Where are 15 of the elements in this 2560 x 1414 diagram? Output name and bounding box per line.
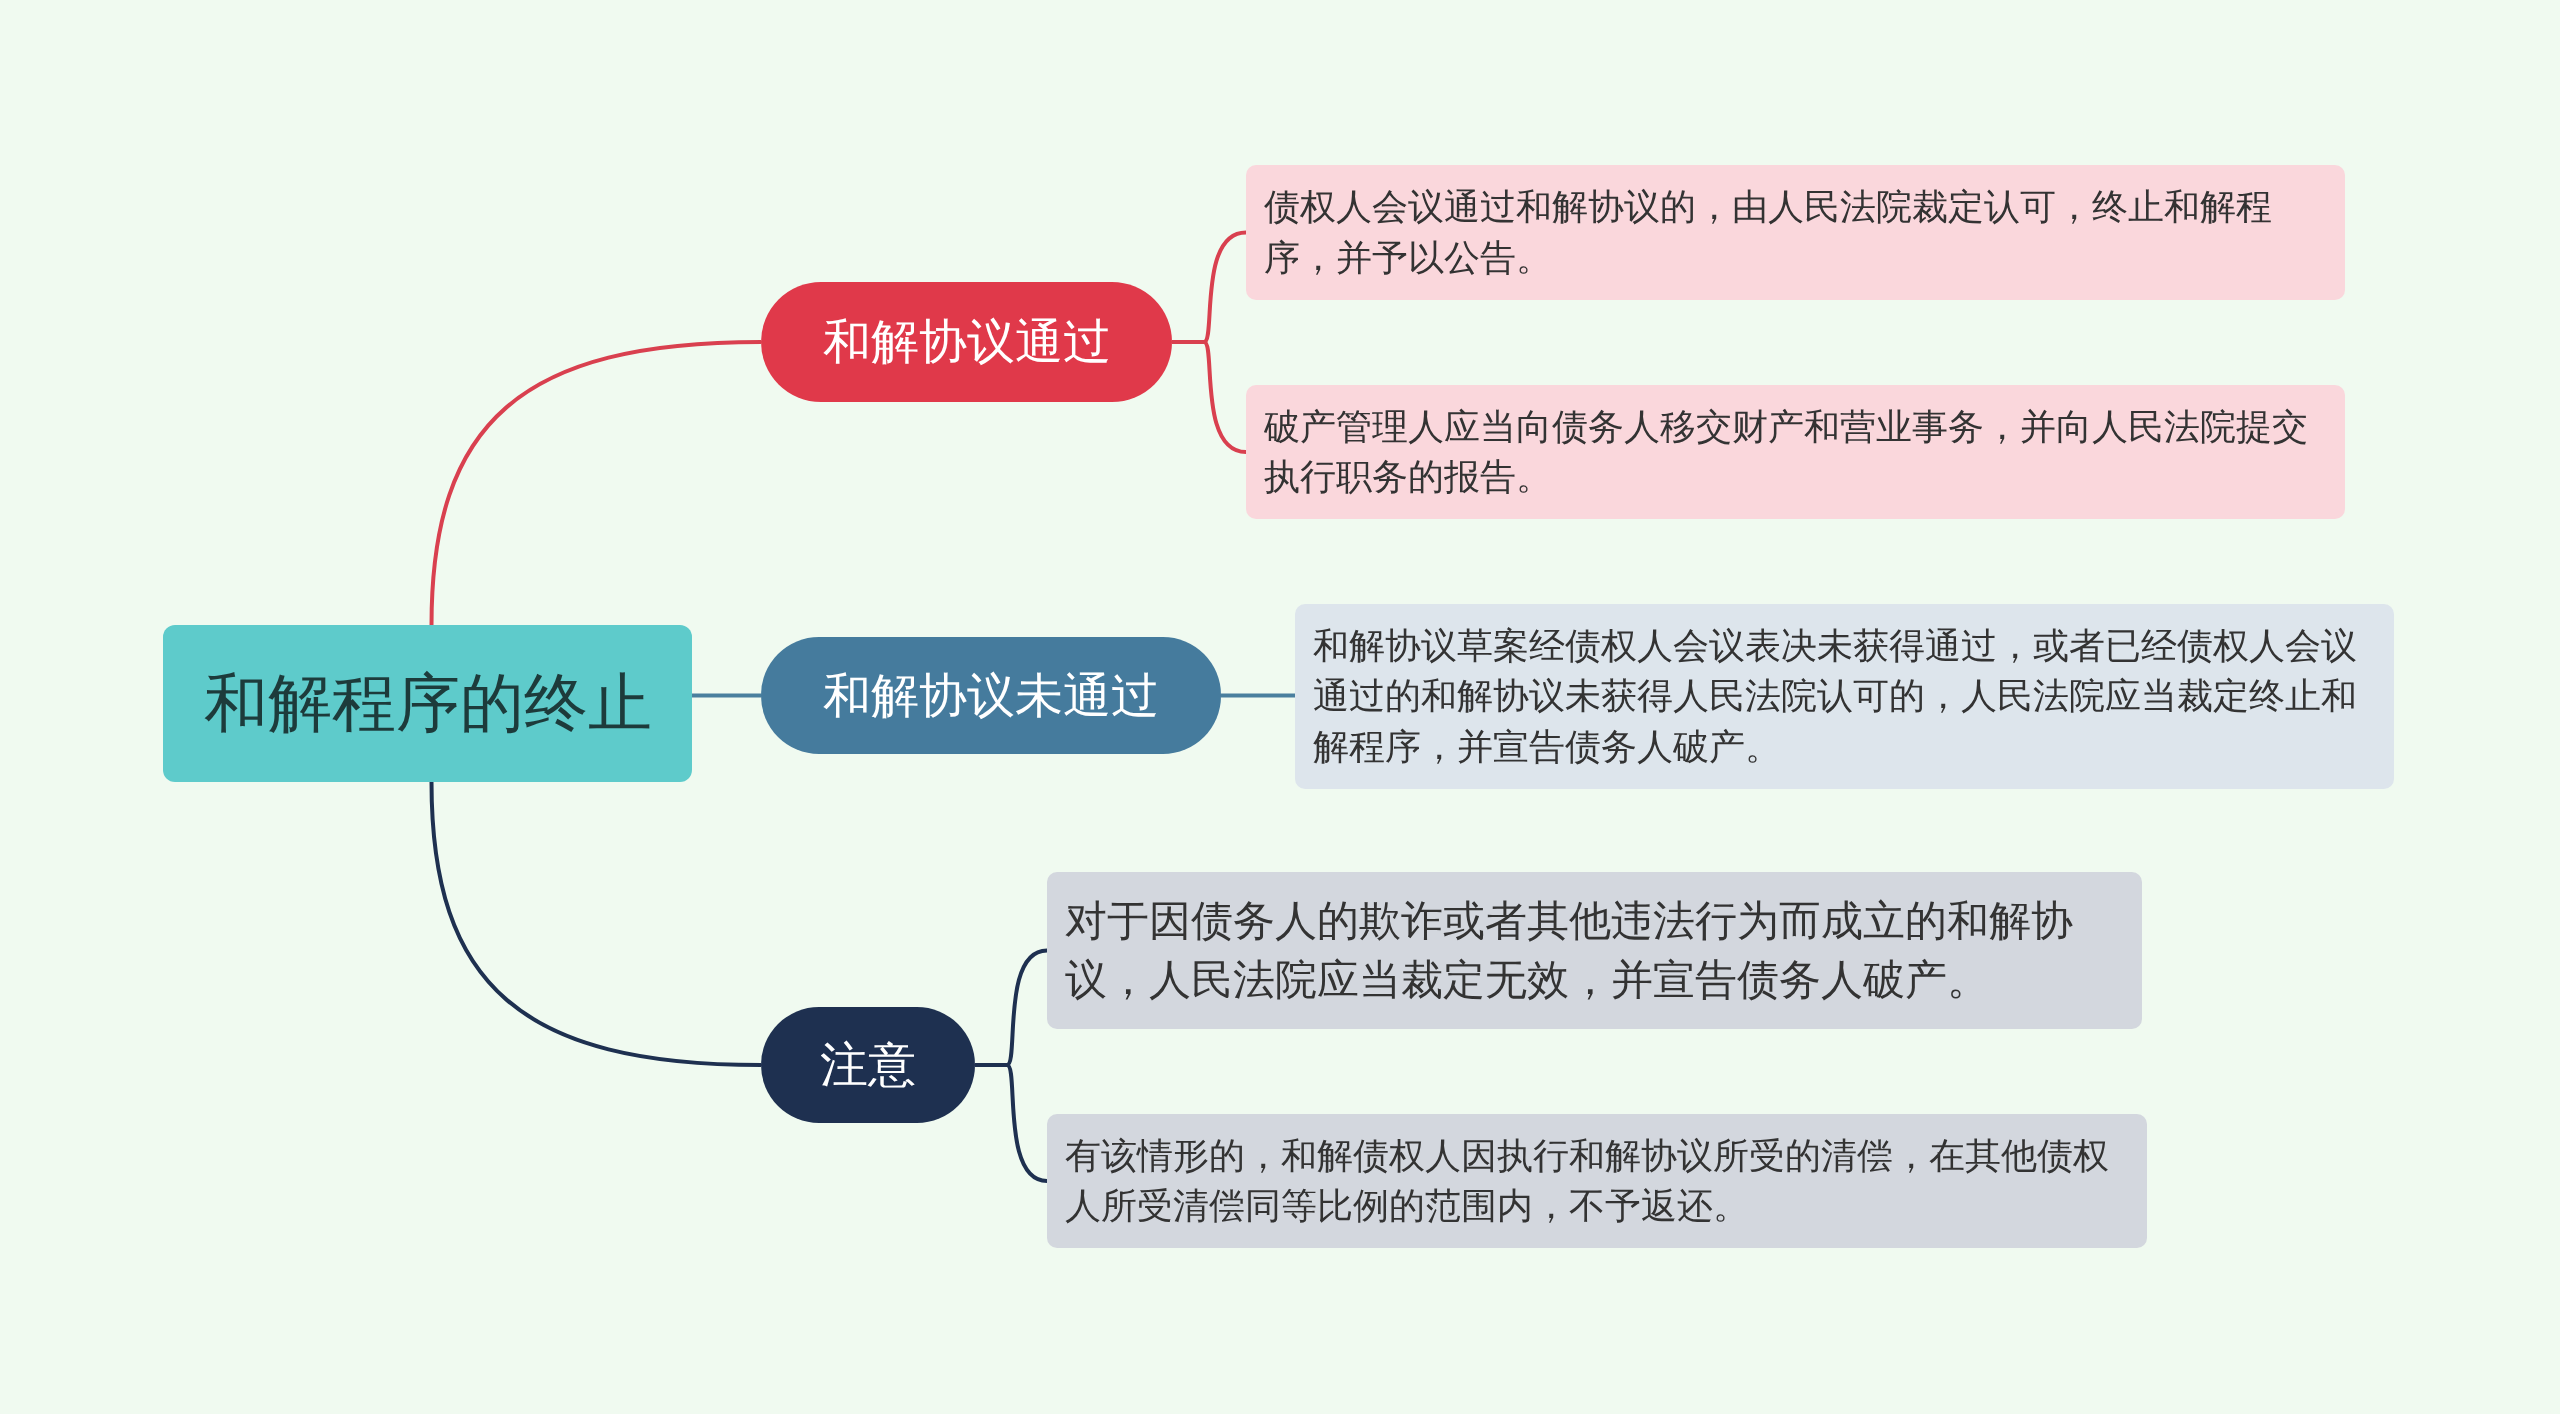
root-box: 和解程序的终止 (163, 625, 692, 782)
topic-box: 和解协议未通过 (761, 637, 1221, 754)
topic-box: 注意 (761, 1007, 975, 1123)
note-box: 破产管理人应当向债务人移交财产和营业事务，并向人民法院提交执行职务的报告。 (1246, 385, 2345, 519)
note-box: 对于因债务人的欺诈或者其他违法行为而成立的和解协议，人民法院应当裁定无效，并宣告债务人破产。 (1047, 872, 2142, 1029)
topic-box: 和解协议通过 (761, 282, 1172, 402)
connector-line (429, 340, 762, 626)
connector-line (1172, 340, 1247, 454)
note-box: 和解协议草案经债权人会议表决未获得通过，或者已经债权人会议通过的和解协议未获得人民法院认可的，人民法院应当裁定终止和解程序，并宣告债务人破产。 (1295, 604, 2394, 789)
connector-line (975, 1063, 1048, 1183)
connector-line (1221, 693, 1295, 698)
note-box: 债权人会议通过和解协议的，由人民法院裁定认可，终止和解程序，并予以公告。 (1246, 165, 2345, 300)
note-box: 有该情形的，和解债权人因执行和解协议所受的清偿，在其他债权人所受清偿同等比例的范围内，不予返还。 (1047, 1114, 2147, 1248)
connector-line (429, 781, 762, 1067)
connector-line (692, 693, 761, 698)
